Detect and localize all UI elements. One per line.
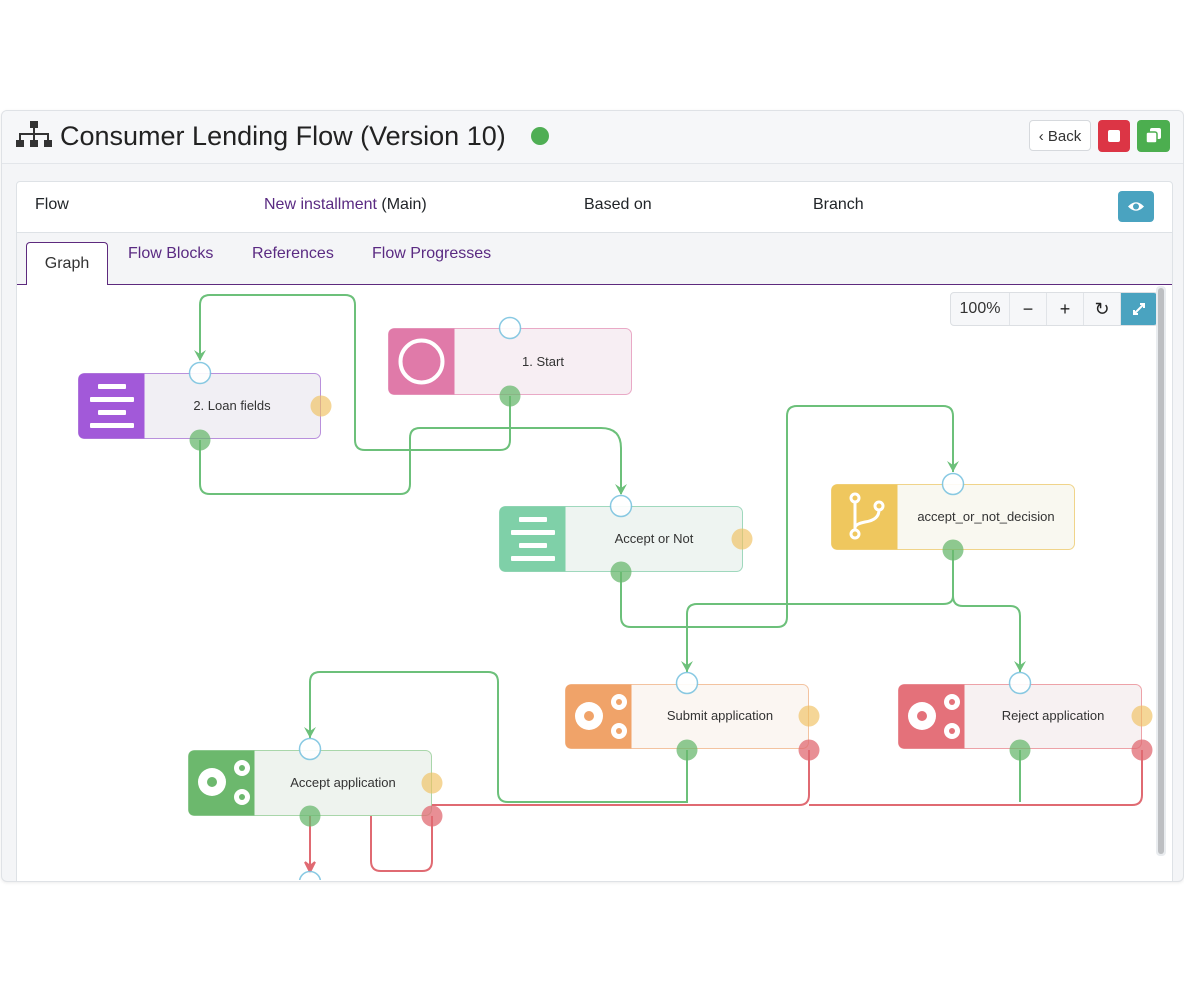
back-label: Back xyxy=(1047,128,1082,145)
node-reject-application[interactable]: Reject application xyxy=(898,684,1142,749)
vertical-scrollbar[interactable] xyxy=(1156,286,1166,856)
edge-decision-reject xyxy=(952,550,1021,672)
edge-start-loanfields xyxy=(199,294,511,451)
edge-reject-error xyxy=(809,750,1143,806)
tab-flow-blocks[interactable]: Flow Blocks xyxy=(128,245,214,262)
zoom-in-button[interactable]: + xyxy=(1046,293,1083,325)
zoom-controls: 100% − + ↻ xyxy=(950,292,1158,326)
page-header: Consumer Lending Flow (Version 10) ‹ Bac… xyxy=(2,111,1183,164)
svg-text:1. Start: 1. Start xyxy=(522,354,564,369)
fullscreen-button[interactable] xyxy=(1120,293,1157,325)
sitemap-icon xyxy=(16,121,52,147)
redo-icon: ↻ xyxy=(1094,298,1110,319)
scrollbar-thumb[interactable] xyxy=(1158,288,1164,854)
page-title: Consumer Lending Flow (Version 10) xyxy=(60,121,506,151)
copy-icon xyxy=(1145,128,1161,144)
minus-icon: − xyxy=(1022,298,1034,319)
node-loan-fields[interactable]: 2. Loan fields xyxy=(78,373,321,439)
tab-flow-progresses[interactable]: Flow Progresses xyxy=(372,245,492,262)
flow-label: Flow xyxy=(35,196,69,213)
flow-value: New installment (Main) xyxy=(264,196,427,214)
error-ports xyxy=(421,739,1153,827)
tab-graph[interactable]: Graph xyxy=(26,242,108,285)
flow-suffix: (Main) xyxy=(376,196,427,213)
edge-submit-error xyxy=(440,750,810,806)
edge-submit-accept xyxy=(309,671,688,803)
flow-link[interactable]: New installment xyxy=(264,196,377,213)
svg-text:accept_or_not_decision: accept_or_not_decision xyxy=(917,509,1054,524)
reset-zoom-button[interactable]: ↻ xyxy=(1083,293,1120,325)
node-accept-or-not[interactable]: Accept or Not xyxy=(499,506,743,572)
based-on-label: Based on xyxy=(584,196,652,213)
zoom-level: 100% xyxy=(959,300,1001,317)
stop-button[interactable] xyxy=(1098,120,1130,152)
tab-bar: Graph Flow Blocks References Flow Progre… xyxy=(17,233,1172,285)
circle-icon xyxy=(398,338,445,385)
expand-icon xyxy=(1133,303,1145,315)
branch-icon xyxy=(849,492,885,540)
flow-info-bar: Flow New installment (Main) Based on Bra… xyxy=(17,182,1172,233)
output-ports xyxy=(189,385,1031,827)
node-accept-application[interactable]: Accept application xyxy=(188,750,432,816)
svg-text:Reject application: Reject application xyxy=(1002,708,1105,723)
zoom-out-button[interactable]: − xyxy=(1009,293,1046,325)
align-center-icon xyxy=(90,384,134,428)
svg-text:2. Loan fields: 2. Loan fields xyxy=(193,398,271,413)
eye-icon xyxy=(1128,202,1144,211)
node-accept-or-not-decision[interactable]: accept_or_not_decision xyxy=(831,484,1075,550)
view-button[interactable] xyxy=(1118,191,1154,222)
branch-label: Branch xyxy=(813,196,864,213)
edge-acceptornot-decision xyxy=(620,405,954,628)
svg-text:Submit application: Submit application xyxy=(667,708,773,723)
side-ports xyxy=(310,395,1153,794)
node-start[interactable]: 1. Start xyxy=(388,328,632,395)
edge-loanfields-start xyxy=(199,427,622,495)
copy-button[interactable] xyxy=(1137,120,1170,152)
align-center-icon xyxy=(511,517,555,561)
tab-references[interactable]: References xyxy=(252,245,334,262)
status-indicator xyxy=(531,127,549,145)
back-button[interactable]: ‹ Back xyxy=(1029,120,1091,151)
svg-text:Accept application: Accept application xyxy=(290,775,396,790)
svg-text:Accept or Not: Accept or Not xyxy=(615,531,694,546)
chevron-left-icon: ‹ xyxy=(1038,128,1044,145)
input-ports xyxy=(188,316,1032,880)
plus-icon: + xyxy=(1059,298,1071,319)
